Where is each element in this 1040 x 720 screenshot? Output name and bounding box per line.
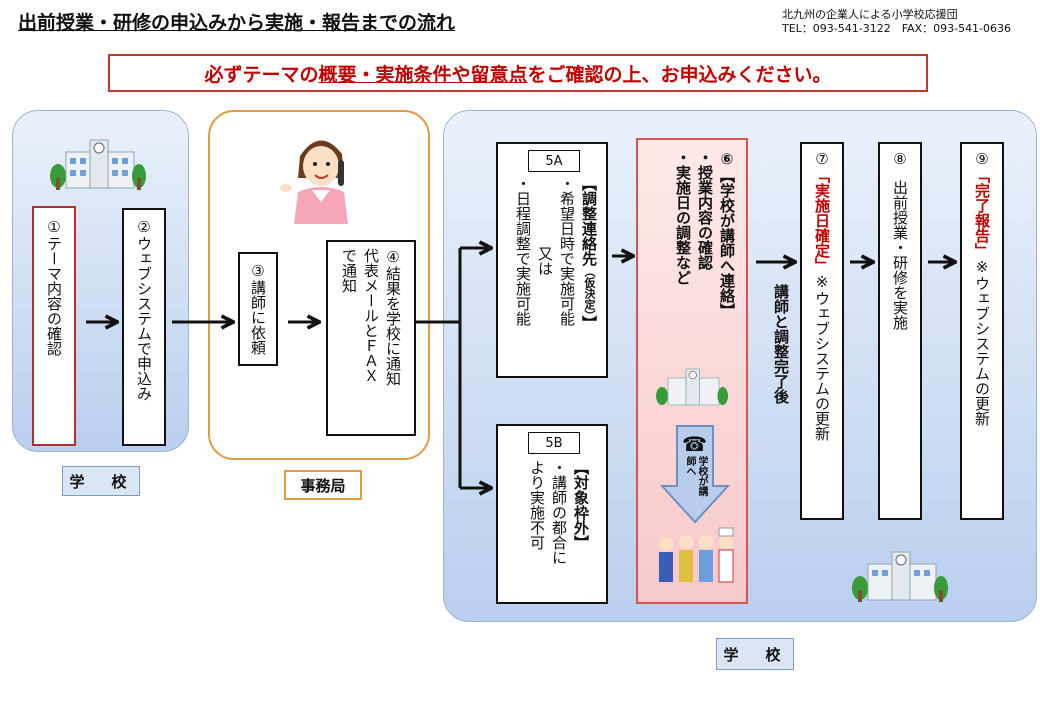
step-6-head: 【学校が講師へ連絡】 xyxy=(718,168,736,318)
step-7-rest: ※ウェブシステムの更新 xyxy=(813,273,831,441)
step-5b-box: 5B 【対象枠外】 ・講師の都合に より実施不可 xyxy=(496,424,608,604)
down-arrow-icon xyxy=(660,425,730,524)
school-building-icon xyxy=(656,368,728,406)
school-building-icon xyxy=(852,551,948,602)
step-4-line2: 代表メールとＦＡＸ xyxy=(362,248,380,383)
step-5b-text: 【対象枠外】 ・講師の都合に より実施不可 xyxy=(526,460,592,600)
step-5b-line1: ・講師の都合に xyxy=(550,460,568,565)
step-4-line3: で通知 xyxy=(340,248,358,293)
step-7-text: ⑦「実施日確定」※ウェブシステムの更新 xyxy=(811,150,833,516)
step-8-label: 出前授業・研修を実施 xyxy=(891,180,909,330)
receptionist-icon xyxy=(280,140,348,224)
step-6-text: ⑥【学校が講師へ連絡】 ・授業内容の確認 ・実施日の調整など xyxy=(672,150,738,370)
org-name: 北九州の企業人による小学校応援団 xyxy=(782,8,958,21)
school-building-icon xyxy=(50,139,146,190)
people-icon xyxy=(659,527,734,583)
step-5a-line1: ・希望日時で実施可能 xyxy=(558,176,576,326)
notice-part2: 概要・実施条件や留意点 xyxy=(318,63,528,86)
step-5b-head: 【対象枠外】 xyxy=(572,460,590,550)
step-5b-tag: 5B xyxy=(528,432,580,454)
after-adjust-label: 講師と調整完了後 xyxy=(772,284,790,404)
step-5a-box: 5A 【調整連絡先（仮決定）】 ・希望日時で実施可能 又は ・日程調整で実施可能 xyxy=(496,142,608,378)
org-contact: TEL：093-541-3122 FAX：093-541-0636 xyxy=(782,22,1012,35)
step-5a-line2: 又は xyxy=(536,246,554,276)
step-9-text: ⑨「完了報告」※ウェブシステムの更新 xyxy=(971,150,993,516)
step-9-rest: ※ウェブシステムの更新 xyxy=(973,258,991,426)
step-7-num: ⑦ xyxy=(813,150,831,168)
step-2-text: ②ウェブシステムで申込み xyxy=(135,218,153,401)
org-info: 北九州の企業人による小学校応援団 TEL：093-541-3122 FAX：09… xyxy=(782,8,1011,36)
step-1-text: ①テーマ内容の確認 xyxy=(45,218,63,356)
step-6-num: ⑥ xyxy=(718,150,736,168)
step-5a-head-end: 】 xyxy=(580,315,598,331)
notice-banner: 必ずテーマの 概要・実施条件や留意点 をご確認の上、お申込みください。 xyxy=(108,54,928,92)
label-school-left: 学 校 xyxy=(62,466,140,496)
step-5a-head-small: （仮決定） xyxy=(583,266,596,316)
step-5a-line3: ・日程調整で実施可能 xyxy=(514,176,532,326)
step-4-box: ④結果を学校に通知 代表メールとＦＡＸ で通知 xyxy=(326,240,416,436)
step-3-box: ③講師に依頼 xyxy=(238,252,278,366)
step-8-text: ⑧ 出前授業・研修を実施 xyxy=(889,150,911,516)
step-6-line1: ・授業内容の確認 xyxy=(696,150,714,270)
step-9-num: ⑨ xyxy=(973,150,991,168)
step-4-text: ④結果を学校に通知 代表メールとＦＡＸ で通知 xyxy=(338,248,404,430)
step-2-box: ②ウェブシステムで申込み xyxy=(122,208,166,446)
step-3-text: ③講師に依頼 xyxy=(249,262,267,355)
step-9-box: ⑨「完了報告」※ウェブシステムの更新 xyxy=(960,142,1004,520)
notice-part3: をご確認の上、お申込みください。 xyxy=(527,63,832,86)
step-5a-head: 【調整連絡先 xyxy=(580,176,598,266)
page-title: 出前授業・研修の申込みから実施・報告までの流れ xyxy=(18,12,456,34)
step-8-num: ⑧ xyxy=(891,150,909,168)
step-6-arrow-text: 学校が講師へ xyxy=(684,456,707,496)
notice-part1: 必ずテーマの xyxy=(204,63,319,86)
step-7-box: ⑦「実施日確定」※ウェブシステムの更新 xyxy=(800,142,844,520)
step-6-line2: ・実施日の調整など xyxy=(674,150,692,285)
step-1-box: ①テーマ内容の確認 xyxy=(32,206,76,446)
step-5a-text: 【調整連絡先（仮決定）】 ・希望日時で実施可能 又は ・日程調整で実施可能 xyxy=(512,176,600,374)
step-5a-tag: 5A xyxy=(528,150,580,172)
step-9-red: 「完了報告」 xyxy=(973,168,991,258)
step-4-line1: ④結果を学校に通知 xyxy=(384,248,402,386)
label-office: 事務局 xyxy=(284,470,362,500)
step-8-box: ⑧ 出前授業・研修を実施 xyxy=(878,142,922,520)
step-7-red: 「実施日確定」 xyxy=(813,168,831,273)
phone-icon: ☎ xyxy=(682,432,707,456)
step-5b-line2: より実施不可 xyxy=(528,460,546,550)
label-school-right: 学 校 xyxy=(716,638,794,670)
